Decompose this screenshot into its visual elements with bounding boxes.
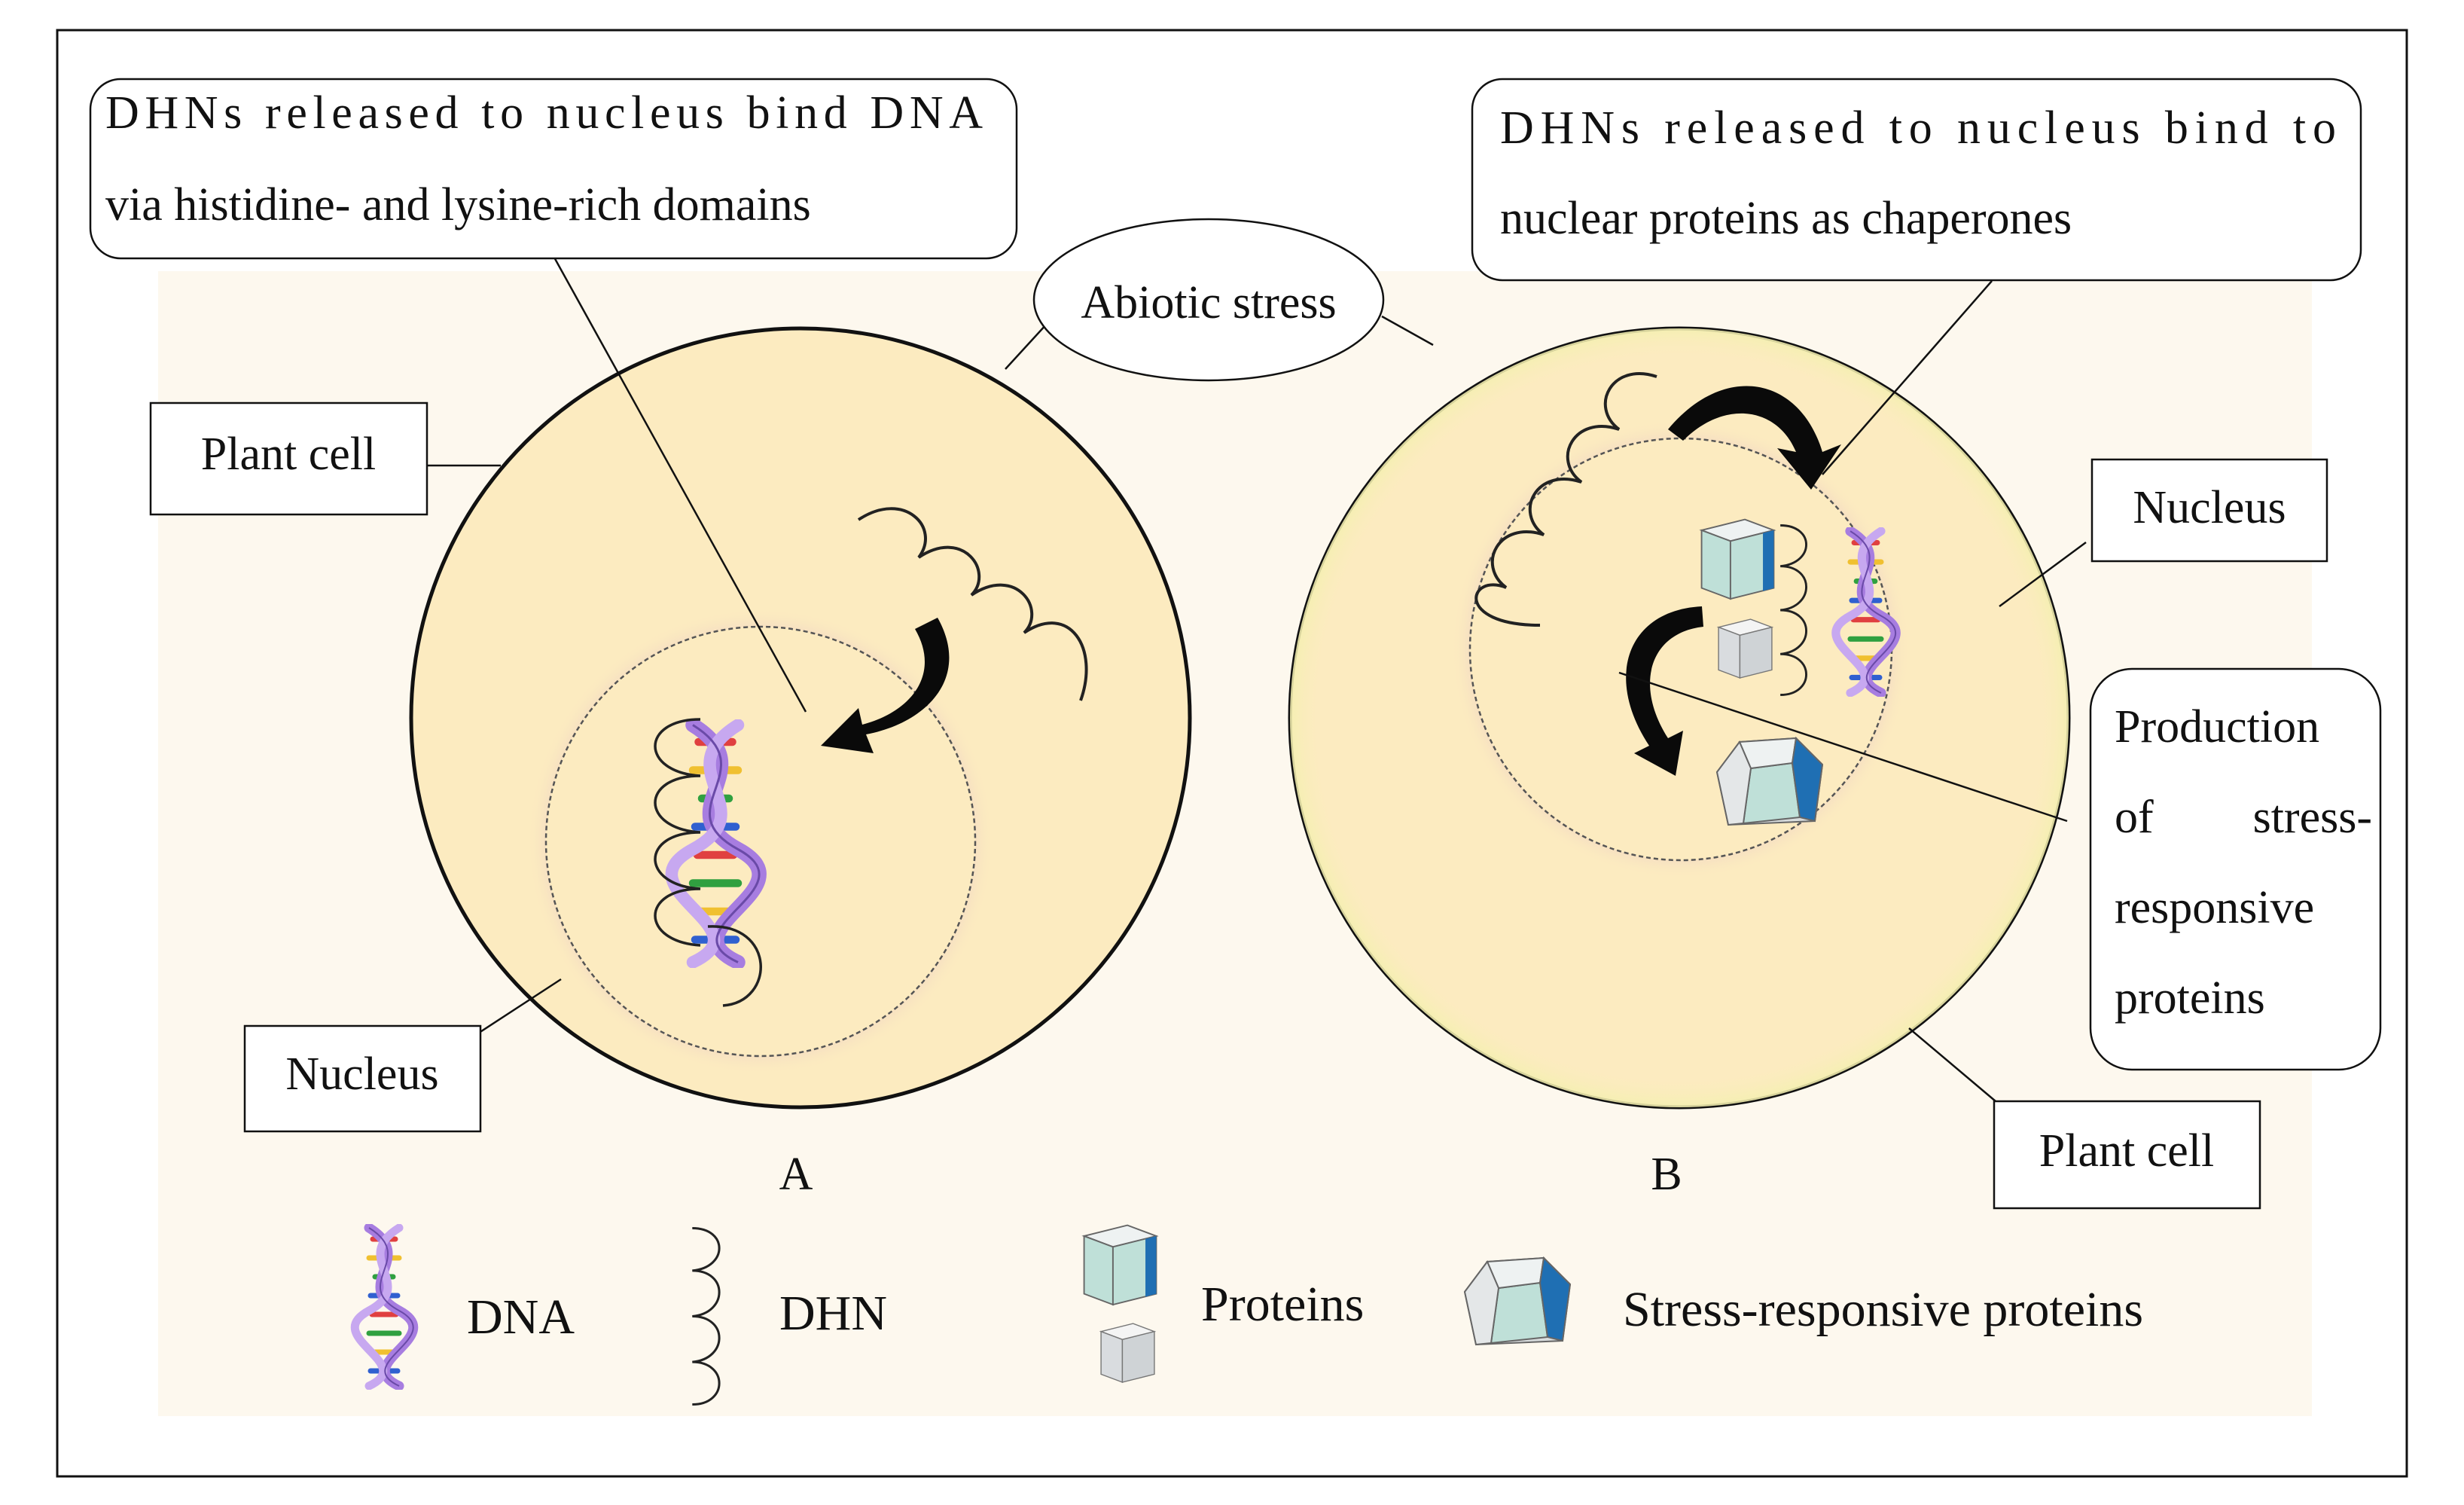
- panel-b-label: B: [1651, 1149, 1682, 1200]
- panel-a: [409, 255, 1192, 1110]
- nucleus-b-label: Nucleus: [2133, 482, 2286, 533]
- legend-protein-cube-icon: [1083, 1224, 1157, 1305]
- production-line2-b: stress-: [2253, 792, 2372, 843]
- dhn-bound-left: [654, 718, 701, 947]
- callout-b-top-line2: nuclear proteins as chaperones: [1500, 193, 2072, 244]
- nucleus-b: [1468, 437, 1893, 862]
- plant-cell-b-label: Plant cell: [2039, 1125, 2214, 1177]
- legend: DNA DHN Proteins Stress-responsive prote…: [355, 1224, 2143, 1406]
- legend-protein-small-cube-icon: [1100, 1323, 1155, 1383]
- leader-line-stress-right: [1381, 315, 1434, 346]
- production-line3: responsive: [2115, 882, 2314, 933]
- leader-line-production: [1618, 671, 2068, 823]
- production-line2-a: of: [2115, 792, 2154, 843]
- nucleus-b-box: [2090, 458, 2328, 563]
- legend-stress-protein-icon: [1464, 1257, 1571, 1345]
- callout-b-top-line1: DHNs released to nucleus bind to: [1500, 102, 2336, 154]
- leader-line-nucleus-b: [1999, 541, 2087, 608]
- stress-protein-pentagon-icon: [1716, 737, 1823, 826]
- dhn-bound-bottom: [707, 925, 762, 1007]
- legend-stress-proteins-label: Stress-responsive proteins: [1623, 1282, 2143, 1337]
- nucleus-a-box: [243, 1024, 482, 1133]
- production-line4: proteins: [2115, 972, 2265, 1024]
- abiotic-stress-label: Abiotic stress: [1081, 277, 1336, 328]
- plant-cell-a-box: [149, 401, 428, 516]
- production-callout: [2089, 667, 2382, 1071]
- callout-a-top-line2: via histidine- and lysine-rich domains: [105, 179, 811, 230]
- leader-line-stress-left: [1005, 323, 1048, 370]
- dhn-coil-a: [857, 507, 1088, 701]
- curved-arrow-icon: [821, 618, 950, 753]
- legend-dhn-label: DHN: [779, 1286, 887, 1341]
- curved-arrow-bottom-icon: [1626, 606, 1703, 776]
- nucleus-a: [544, 625, 977, 1058]
- legend-proteins-label: Proteins: [1201, 1277, 1364, 1332]
- dhn-coil-b: [1474, 372, 1657, 627]
- production-line1: Production: [2115, 701, 2319, 752]
- panel-b: [1288, 280, 2087, 1110]
- panel-a-label: A: [779, 1149, 813, 1200]
- callout-a-top: [89, 78, 1018, 260]
- nucleus-a-label: Nucleus: [285, 1049, 438, 1100]
- protein-small-cube-icon: [1718, 618, 1773, 679]
- plant-cell-b-box: [1993, 1100, 2261, 1210]
- leader-line-b-top: [1822, 280, 1993, 475]
- leader-line-nucleus-a: [474, 978, 562, 1037]
- callout-b-top: [1471, 78, 2362, 282]
- curved-arrow-top-icon: [1668, 386, 1841, 490]
- plant-cell-a-label: Plant cell: [201, 429, 376, 480]
- leader-line-plant-cell-b: [1908, 1027, 1996, 1102]
- legend-dna-label: DNA: [467, 1290, 575, 1345]
- leader-line-a-top: [552, 255, 807, 713]
- protein-cube-icon: [1700, 518, 1775, 600]
- abiotic-stress-ellipse: [1032, 218, 1385, 382]
